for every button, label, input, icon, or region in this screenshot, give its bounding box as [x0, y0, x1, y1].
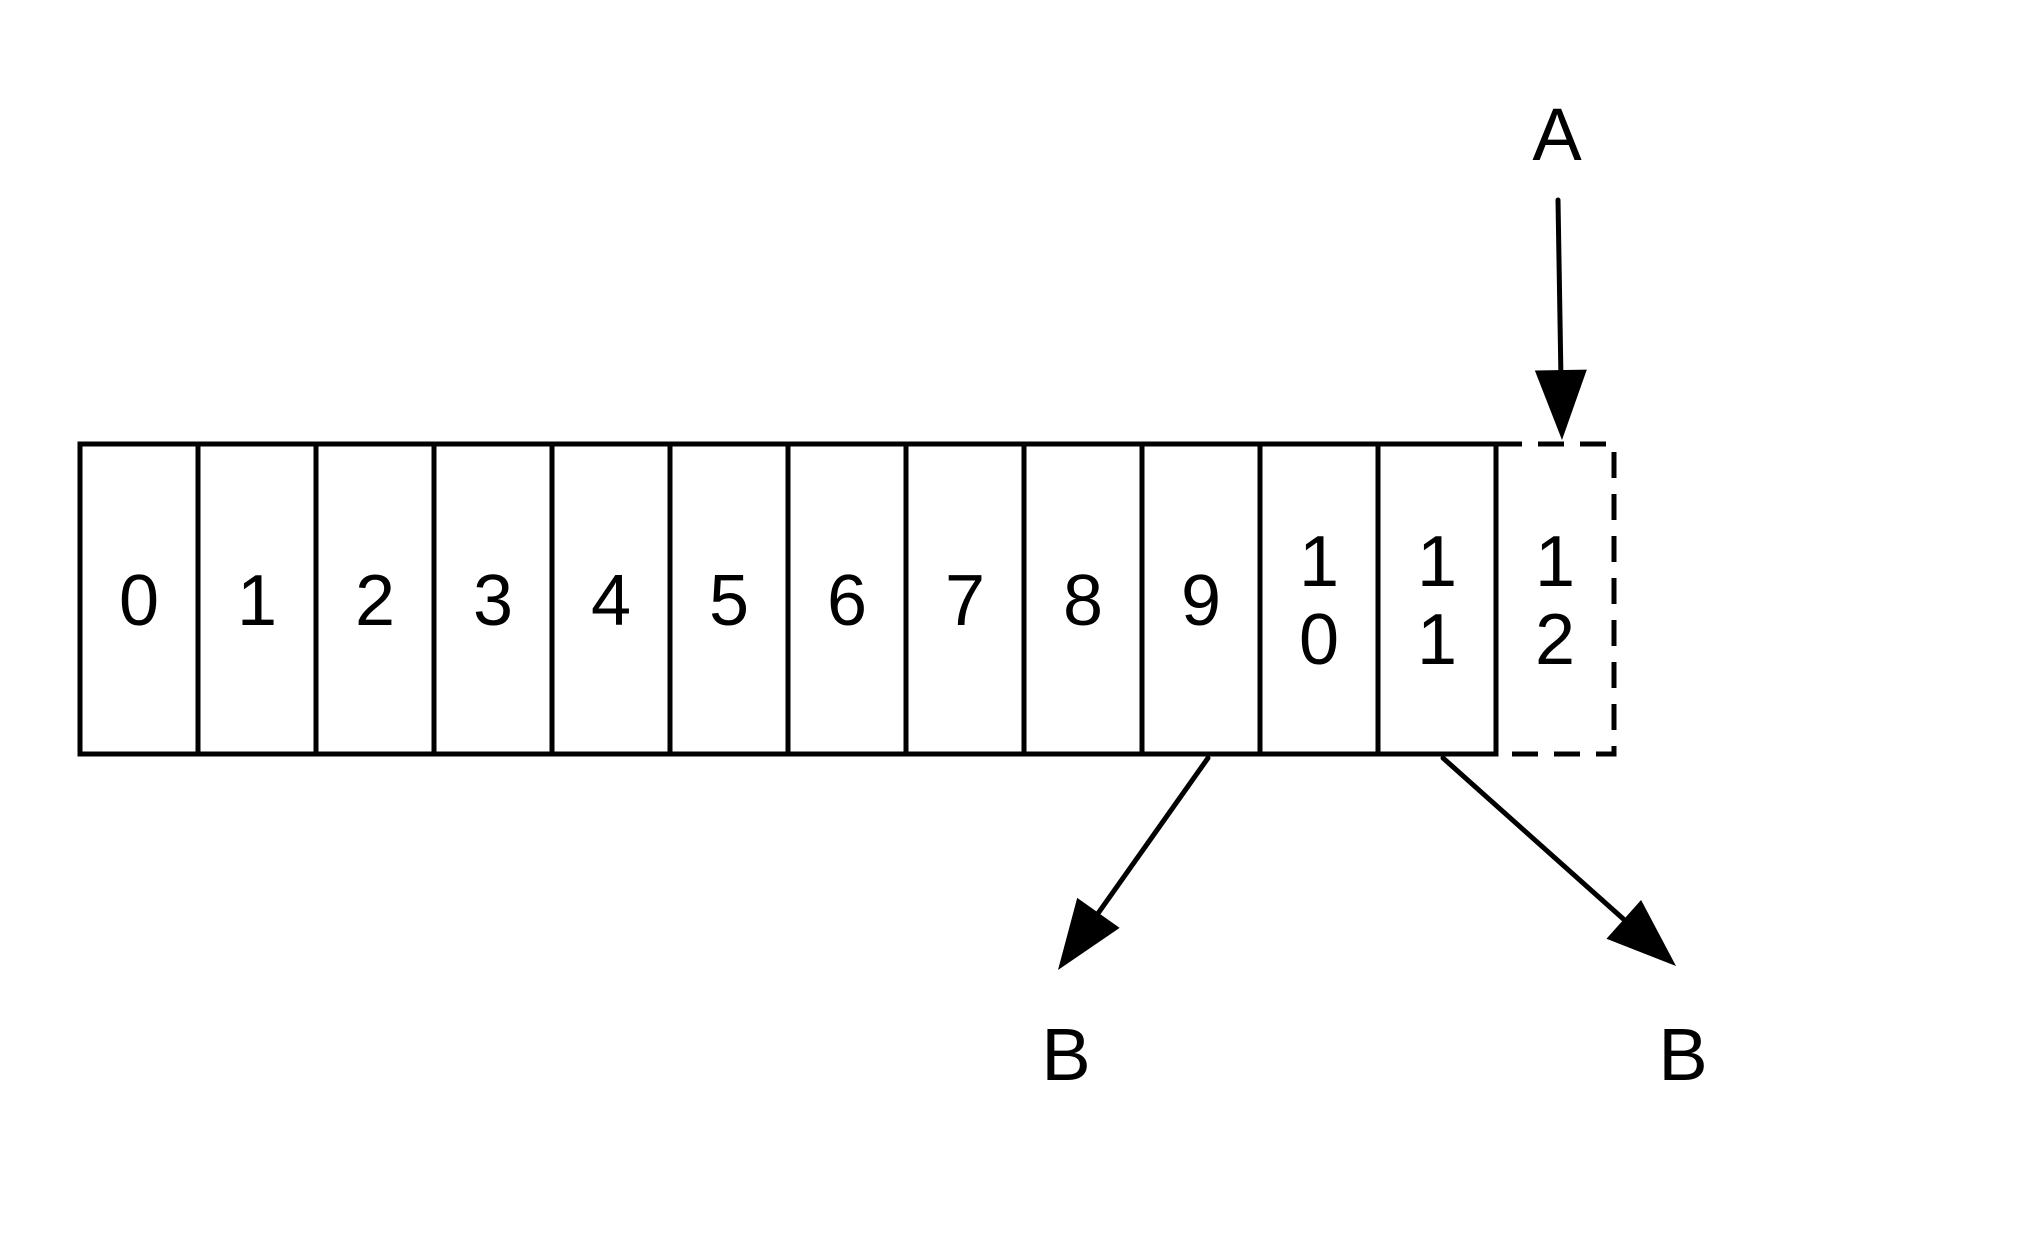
arrow-shaft: [1555, 197, 1564, 373]
array-cell-9: 9: [1139, 441, 1263, 757]
cell-index-text: 7: [945, 561, 985, 641]
array-cell-12: 12: [1493, 441, 1617, 757]
arrows: [1058, 197, 1676, 970]
array-cell-7: 7: [903, 441, 1027, 757]
cell-index-text: 3: [473, 561, 513, 641]
arrow-0: [1534, 197, 1587, 440]
arrow-label-b: B: [1658, 1013, 1707, 1096]
cell-index-text: 9: [1181, 561, 1221, 641]
cell-index-text: 1: [237, 561, 277, 641]
arrow-head: [1606, 899, 1676, 966]
array-cell-8: 8: [1021, 441, 1145, 757]
cell-index-text: 4: [591, 561, 631, 641]
cell-index-text: 2: [1535, 600, 1575, 680]
cell-index-text: 5: [709, 561, 749, 641]
arrow-2: [1440, 755, 1676, 966]
cell-index-text: 1: [1417, 600, 1457, 680]
cell-index-text: 0: [1299, 600, 1339, 680]
cell-index-text: 1: [1299, 522, 1339, 602]
arrow-shaft: [1440, 755, 1627, 922]
cell-index-text: 8: [1063, 561, 1103, 641]
array-cell-10: 10: [1257, 441, 1381, 757]
arrow-head: [1534, 369, 1587, 440]
array-cell-6: 6: [785, 441, 909, 757]
array-cell-4: 4: [549, 441, 673, 757]
arrow-shaft: [1095, 755, 1211, 916]
cell-index-text: 2: [355, 561, 395, 641]
cell-index-text: 0: [119, 561, 159, 641]
arrow-labels: A B B: [1041, 93, 1707, 1096]
arrow-label-a: A: [1532, 93, 1582, 176]
array-cell-5: 5: [667, 441, 791, 757]
array-cell-11: 11: [1375, 441, 1499, 757]
array-cell-0: 0: [77, 441, 201, 757]
cell-border: [1375, 441, 1499, 757]
cell-index-text: 6: [827, 561, 867, 641]
arrow-label-b: B: [1041, 1013, 1090, 1096]
arrow-1: [1058, 755, 1211, 970]
cell-index-text: 1: [1535, 522, 1575, 602]
array-cell-2: 2: [313, 441, 437, 757]
dashed-cell-border: [1493, 441, 1617, 757]
array-cell-1: 1: [195, 441, 319, 757]
array-cell-3: 3: [431, 441, 555, 757]
arrow-head: [1058, 897, 1120, 970]
cell-index-text: 1: [1417, 522, 1457, 602]
